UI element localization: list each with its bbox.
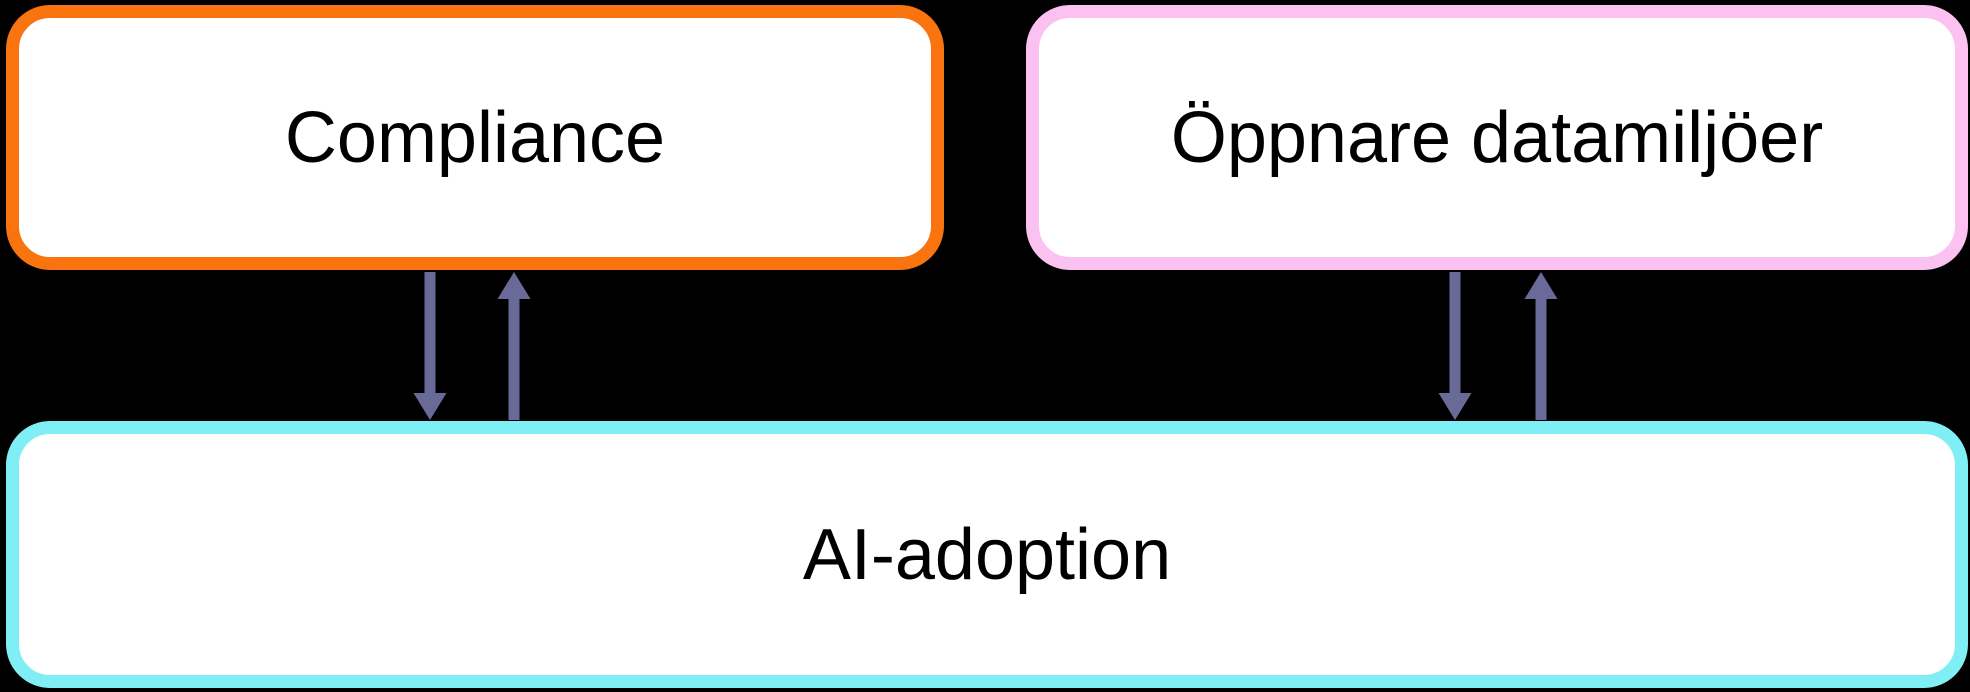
arrow-oppnare-to-ai-adoption — [1438, 272, 1472, 420]
node-compliance: Compliance — [6, 5, 944, 270]
node-ai-adoption-label: AI-adoption — [802, 514, 1172, 595]
node-ai-adoption: AI-adoption — [6, 421, 1968, 688]
node-oppnare-datamiljoer-label: Öppnare datamiljöer — [1170, 97, 1824, 178]
arrow-compliance-to-ai-adoption — [413, 272, 447, 420]
arrow-ai-adoption-to-oppnare — [1524, 272, 1558, 420]
arrow-ai-adoption-to-compliance — [497, 272, 531, 420]
node-oppnare-datamiljoer: Öppnare datamiljöer — [1026, 5, 1968, 270]
node-compliance-label: Compliance — [284, 97, 666, 178]
